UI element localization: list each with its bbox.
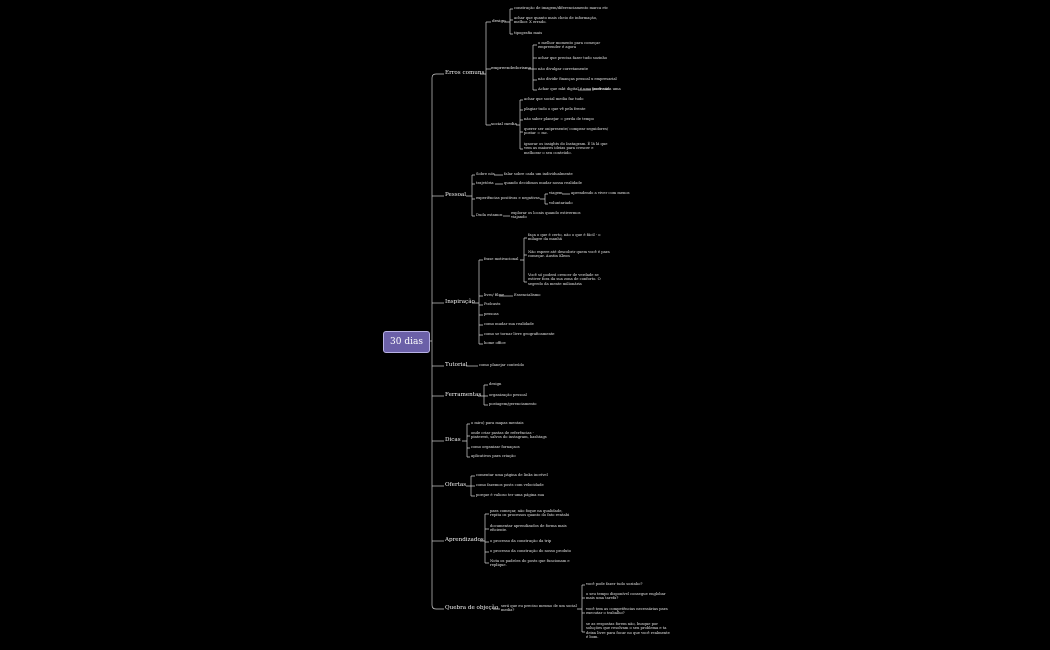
node-dica-3[interactable]: como organizar fornaçaos bbox=[471, 445, 520, 449]
node-social-2[interactable]: plagiar tudo o que vê pela frente bbox=[524, 107, 586, 111]
branch-pessoal[interactable]: Pessoal bbox=[445, 192, 467, 198]
branch-inspiracao[interactable]: Inspiração bbox=[445, 299, 475, 305]
node-mudar[interactable]: como mudar sua realidade bbox=[484, 322, 534, 326]
node-experiencias[interactable]: experiências positivas e negativas bbox=[476, 196, 540, 200]
node-livre[interactable]: como se tornar livre geograficamente bbox=[484, 332, 555, 336]
node-oferta-2[interactable]: como fazemos posts com velocidade bbox=[476, 483, 544, 487]
node-tutorial-1[interactable]: como planejar conteúdo bbox=[479, 363, 525, 367]
node-oferta-1[interactable]: comentar uma página de links incrível bbox=[476, 473, 548, 477]
node-aprend-2[interactable]: documentar aprendizados de forma mais ef… bbox=[490, 524, 567, 533]
node-aprend-3[interactable]: o processo da construção da trip bbox=[490, 539, 552, 543]
node-podcasts[interactable]: Podcasts bbox=[484, 302, 501, 306]
node-pessoas[interactable]: pessoas bbox=[484, 312, 499, 316]
node-empreendedorismo[interactable]: empreendedorismo bbox=[491, 65, 532, 70]
node-social-3[interactable]: não saber planejar = perda de tempo bbox=[524, 117, 594, 121]
node-emp-4[interactable]: não dividir finanças pessoal x empresari… bbox=[538, 77, 617, 81]
node-dica-2[interactable]: onde criar pastas de referências - pinte… bbox=[471, 431, 547, 440]
node-social-5[interactable]: ignorar os insights do Instagram. É lá l… bbox=[524, 142, 608, 155]
node-emp-3[interactable]: não divulgar corretamente bbox=[538, 67, 589, 71]
node-emp-2[interactable]: achar que precisa fazer tudo sozinho bbox=[538, 56, 608, 60]
node-dica-4[interactable]: aplicativos para criação bbox=[471, 454, 516, 458]
root-node[interactable]: 30 dias bbox=[383, 331, 430, 353]
node-livro-sub[interactable]: Essencialismo bbox=[514, 293, 541, 297]
node-viagem-sub[interactable]: aprendendo a viver com menos bbox=[571, 191, 630, 195]
node-design-1[interactable]: construção de imagem/diferenciamento mar… bbox=[514, 6, 609, 10]
node-quebra-1[interactable]: você pode fazer tudo sozinho? bbox=[586, 582, 643, 586]
branch-erros-comuns[interactable]: Erros comuns bbox=[445, 70, 485, 76]
node-emp-5-sub[interactable]: fazer cada uma bbox=[592, 87, 621, 91]
node-sobre-sub[interactable]: falar sobre cada um individualmente bbox=[504, 172, 573, 176]
node-voluntariado[interactable]: voluntariado bbox=[549, 201, 573, 205]
node-quebra-2[interactable]: o seu tempo disponível consegue englobar… bbox=[586, 592, 666, 601]
branch-quebra-objecao[interactable]: Quebra de objeção bbox=[445, 605, 499, 611]
node-social-media[interactable]: social media bbox=[491, 121, 517, 126]
node-oferta-3[interactable]: porque é valioso ter uma página sua bbox=[476, 493, 545, 497]
node-quebra-4[interactable]: se as respostas forem não, busque por so… bbox=[586, 622, 670, 640]
branch-dicas[interactable]: Dicas bbox=[445, 437, 461, 443]
node-social-1[interactable]: achar que social media faz tudo bbox=[524, 97, 584, 101]
node-sobre-nos[interactable]: Sobre nós bbox=[476, 172, 495, 176]
node-quote-1[interactable]: faça o que é certo, não o que é fácil - … bbox=[528, 233, 601, 242]
node-ferr-post[interactable]: postagem/gerenciamento bbox=[489, 402, 537, 406]
branch-ferramentas[interactable]: Ferramentas bbox=[445, 392, 482, 398]
node-trajetoria-sub[interactable]: quando decidimos mudar nossa realidade bbox=[504, 181, 582, 185]
node-viagem[interactable]: viagem bbox=[549, 191, 563, 195]
node-ferr-design[interactable]: design bbox=[489, 382, 502, 386]
node-trajetoria[interactable]: trajetória bbox=[476, 181, 494, 185]
branch-aprendizados[interactable]: Aprendizados bbox=[445, 537, 484, 543]
node-quebra-q[interactable]: será que eu preciso mesmo de um social m… bbox=[501, 604, 577, 613]
node-quote-2[interactable]: Não espere até descobrir quem você é par… bbox=[528, 250, 610, 259]
node-frase[interactable]: frase motivacional bbox=[484, 257, 519, 261]
node-design-3[interactable]: tipografia mais bbox=[514, 31, 543, 35]
branch-tutorial[interactable]: Tutorial bbox=[445, 362, 468, 368]
node-aprend-1[interactable]: para começar, não foque na qualidade, re… bbox=[490, 509, 570, 518]
node-aprend-5[interactable]: Nota os padrões do posts que funcionam e… bbox=[490, 559, 570, 568]
node-ferr-org[interactable]: organização pessoal bbox=[489, 393, 527, 397]
node-dica-1[interactable]: o miro) para mapas mentais bbox=[471, 421, 524, 425]
node-livro[interactable]: livro/ filme bbox=[484, 293, 505, 297]
node-social-4[interactable]: querer ser onipresente/ comprar seguidor… bbox=[524, 127, 609, 136]
node-emp-1[interactable]: o melhor momento para começar empreender… bbox=[538, 41, 601, 50]
node-duda[interactable]: Duda estamos bbox=[476, 213, 503, 217]
node-design-2[interactable]: achar que quanto mais cheio de informaçã… bbox=[514, 16, 598, 25]
node-quote-3[interactable]: Você só poderá crescer de verdade se est… bbox=[528, 273, 601, 286]
node-quebra-3[interactable]: você tem as competências necessárias par… bbox=[586, 607, 668, 616]
branch-ofertas[interactable]: Ofertas bbox=[445, 482, 467, 488]
node-aprend-4[interactable]: o processo da construção do nosso produt… bbox=[490, 549, 572, 553]
node-duda-sub[interactable]: explorar os locais quando estivermos via… bbox=[511, 211, 581, 220]
node-emp-5[interactable]: Achar que mkt digital é uma profissão bbox=[538, 87, 610, 91]
node-home-office[interactable]: home office bbox=[484, 341, 506, 345]
node-design[interactable]: design bbox=[492, 18, 506, 23]
